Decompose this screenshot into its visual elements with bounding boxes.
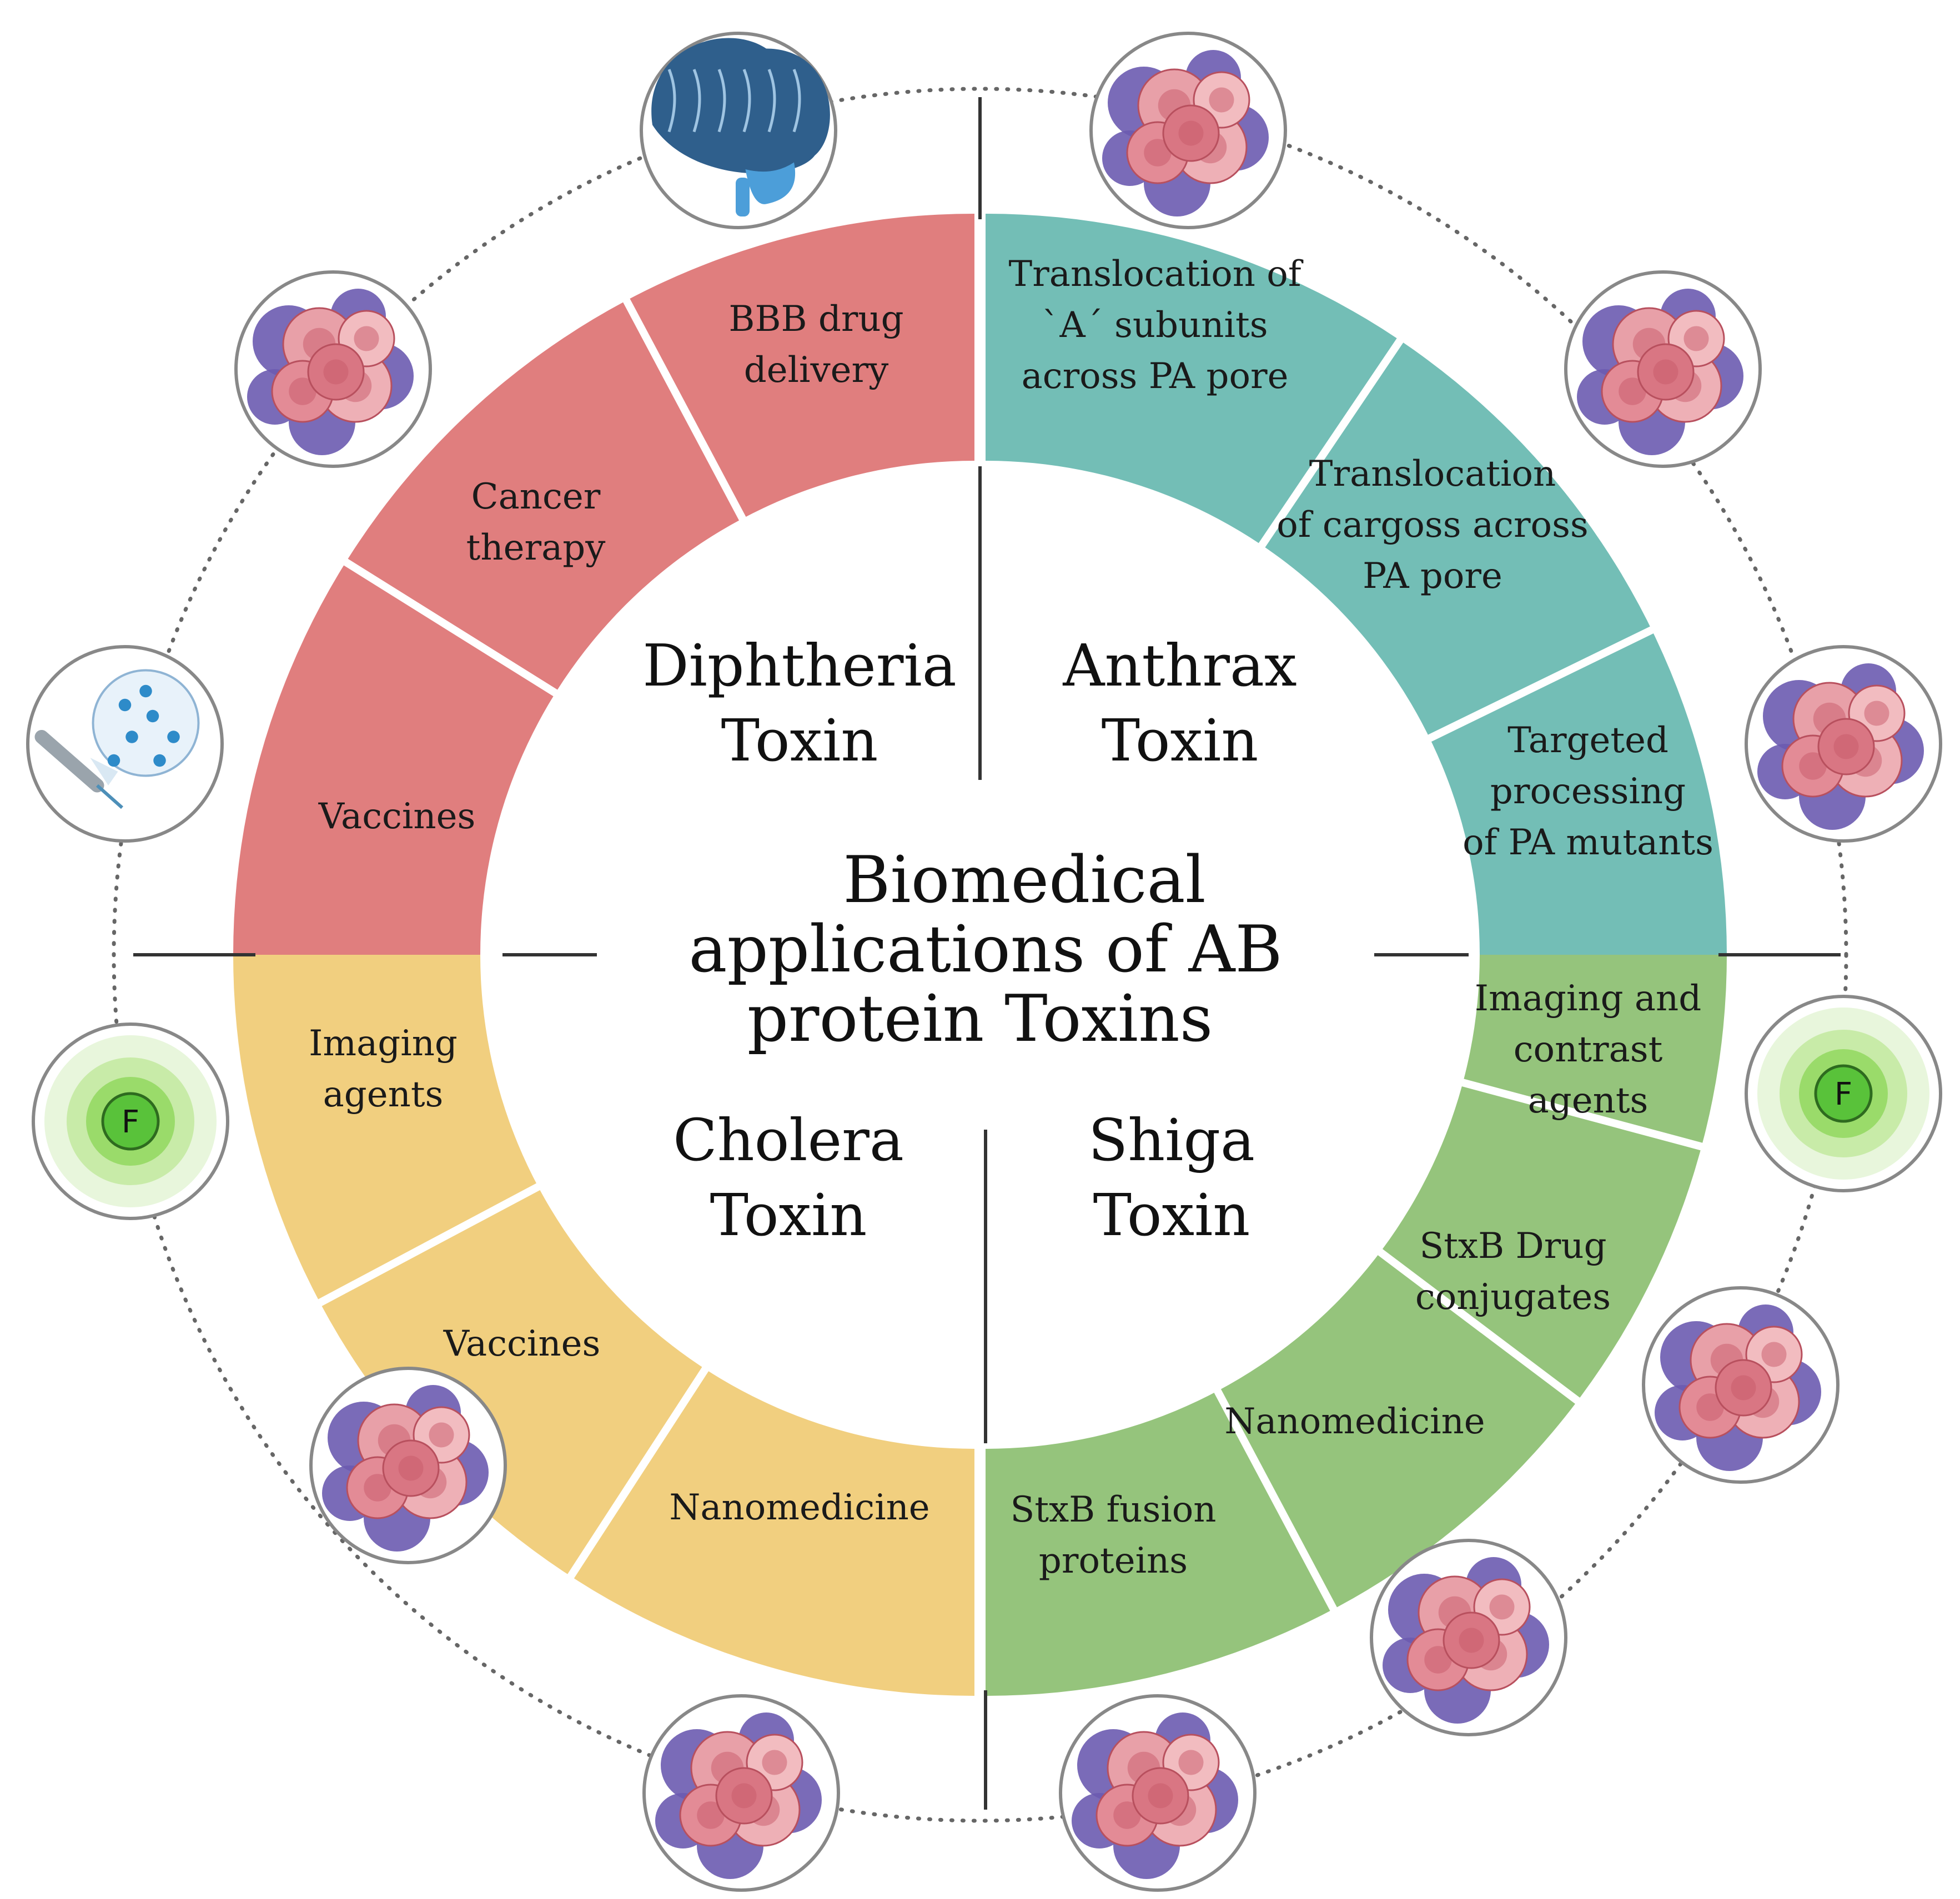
- application-icons: FF: [26, 32, 1942, 1892]
- divider-anthrax: [1418, 621, 1664, 747]
- cancer-cells-icon: [1370, 1539, 1567, 1736]
- segment-dividers: [308, 289, 1713, 1621]
- divider-anthrax: [1252, 329, 1410, 557]
- divider-cholera: [561, 1357, 715, 1588]
- divider-diphtheria: [617, 289, 751, 531]
- cancer-cells-icon: [1089, 32, 1287, 229]
- quadrant-cholera: [233, 955, 974, 1696]
- segment-label-cholera-2: Vaccines: [443, 1323, 601, 1364]
- fluorescence-icon: F: [32, 1022, 229, 1220]
- divider-cholera: [308, 1178, 550, 1312]
- fluorescence-label: F: [122, 1104, 139, 1140]
- cancer-cells-icon: [1745, 645, 1942, 843]
- cancer-cells-icon: [1059, 1694, 1257, 1892]
- divider-shiga: [1209, 1379, 1343, 1621]
- cancer-cells-icon: [1564, 270, 1762, 468]
- divider-diphtheria: [334, 553, 567, 702]
- segment-label-diphtheria-3: Vaccines: [318, 796, 476, 837]
- quadrant-diphtheria: [233, 214, 974, 955]
- quadrant-axis-lines: [133, 97, 1841, 1810]
- outer-dotted-ring: [112, 87, 1848, 1823]
- cancer-cells-icon: [1642, 1286, 1840, 1484]
- fluorescence-icon: F: [1745, 995, 1942, 1192]
- cancer-cells-icon: [234, 270, 432, 468]
- ring-quadrants: [233, 214, 1727, 1696]
- segment-label-shiga-3: Nanomedicine: [1224, 1401, 1485, 1442]
- divider-shiga: [1451, 1076, 1713, 1153]
- brain-icon: [640, 32, 837, 229]
- divider-shiga: [1369, 1242, 1589, 1411]
- segment-label-cholera-3: Nanomedicine: [669, 1487, 929, 1528]
- cancer-cells-icon: [309, 1367, 507, 1564]
- vaccine-syringe-icon: [26, 645, 224, 843]
- fluorescence-label: F: [1835, 1076, 1852, 1112]
- quadrant-anthrax: [986, 214, 1727, 955]
- quadrant-shiga: [986, 955, 1727, 1696]
- cancer-cells-icon: [642, 1694, 840, 1892]
